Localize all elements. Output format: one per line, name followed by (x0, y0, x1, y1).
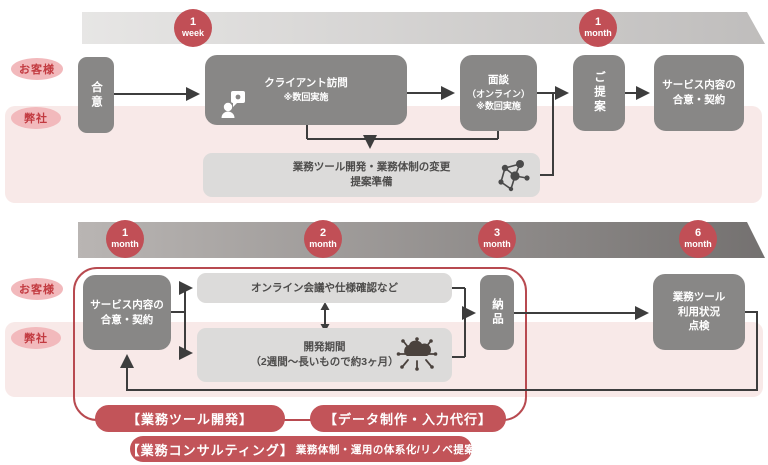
step-proposal: ご提案 (573, 55, 625, 131)
step-proposal-prep: 業務ツール開発・業務体制の変更 提案準備 (203, 153, 540, 197)
category-pill-tool-development: 【業務ツール開発】 (95, 405, 285, 432)
step-contract-top: サービス内容の 合意・契約 (654, 55, 744, 131)
lane-label-customer-bottom: お客様 (11, 278, 63, 300)
milestone-3-month: 3 month (478, 220, 516, 258)
category-pill-data-entry: 【データ制作・入力代行】 (310, 405, 506, 432)
lane-label-company-bottom: 弊社 (11, 327, 61, 349)
network-nodes-icon (498, 160, 530, 192)
milestone-6-month: 6 month (679, 220, 717, 258)
milestone-1-week: 1 week (174, 9, 212, 47)
timeline-band-phase2 (78, 222, 765, 258)
step-delivery: 納品 (480, 275, 514, 350)
milestone-2-month: 2 month (304, 220, 342, 258)
step-client-visit: クライアント訪問 ※数回実施 (205, 55, 407, 125)
category-pill-consulting: 【業務コンサルティング】 業務体制・運用の体系化/リノベ提案 (127, 436, 475, 462)
milestone-1-month-top: 1 month (579, 9, 617, 47)
step-interview: 面談 （オンライン） ※数回実施 (460, 55, 537, 131)
person-speech-icon (221, 91, 245, 118)
step-usage-inspection: 業務ツール 利用状況 点検 (653, 274, 745, 350)
cloud-distribute-icon (396, 337, 438, 371)
step-contract-bottom: サービス内容の 合意・契約 (83, 275, 171, 350)
step-online-meeting: オンライン会議や仕様確認など (197, 273, 452, 303)
step-agreement: 合意 (78, 57, 114, 133)
milestone-1-month: 1 month (106, 220, 144, 258)
lane-label-customer-top: お客様 (11, 58, 63, 80)
lane-label-company-top: 弊社 (11, 107, 61, 129)
